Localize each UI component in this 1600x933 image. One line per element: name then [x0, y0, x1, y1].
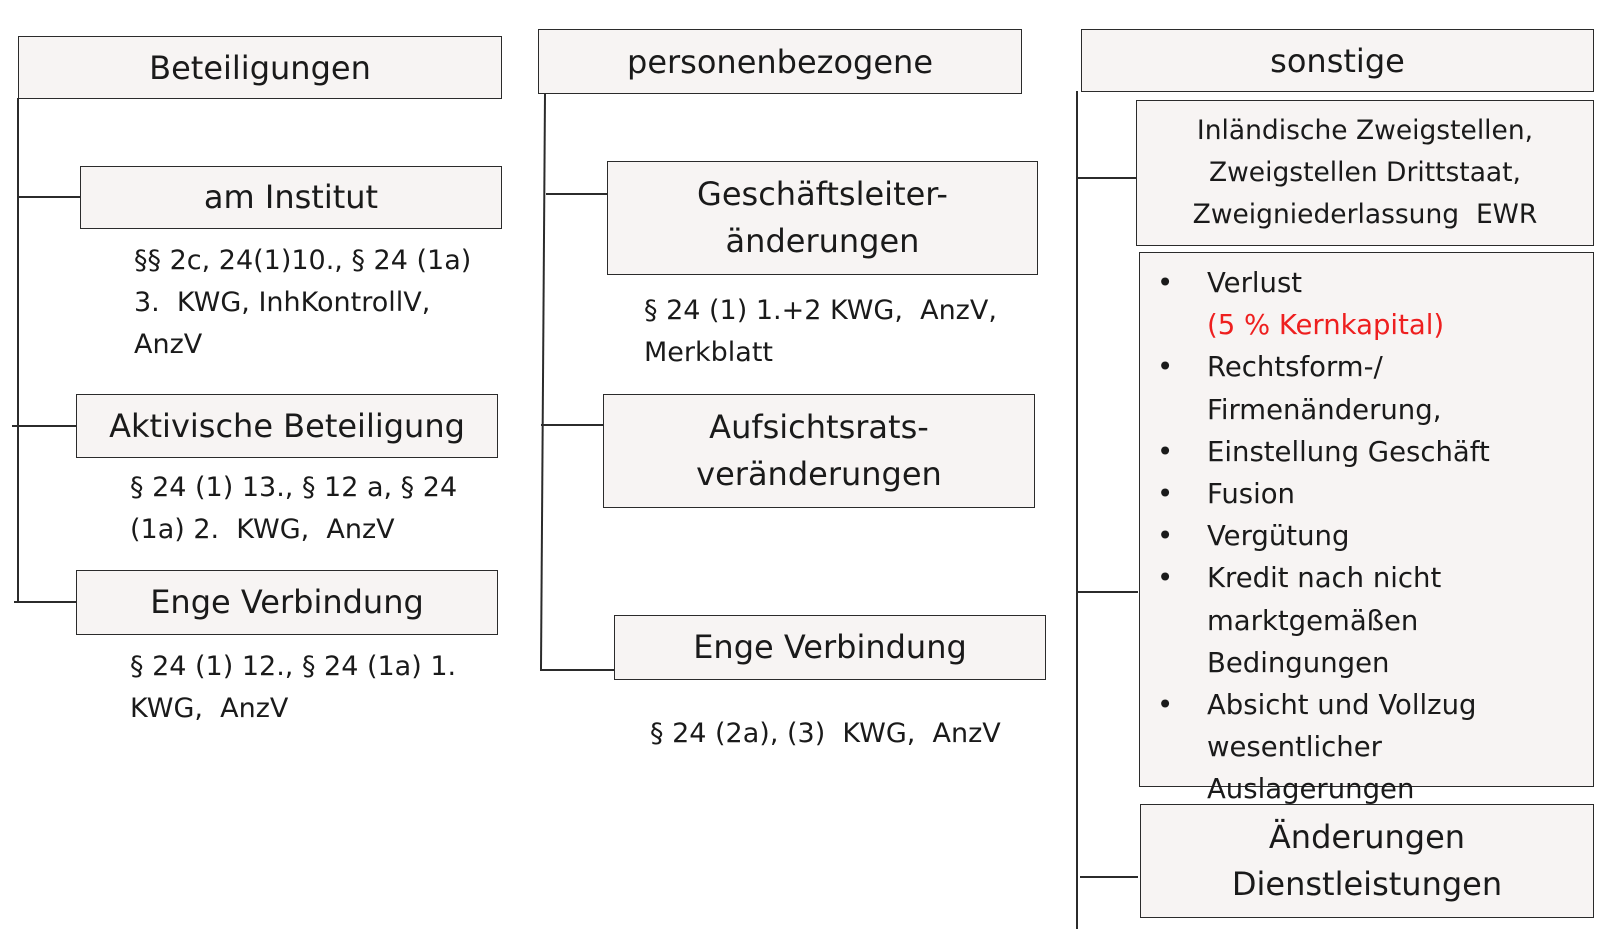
- list-item-text: Absicht und Vollzug wesentlicher Auslage…: [1207, 689, 1477, 806]
- legal-reference: § 24 (1) 1.+2 KWG, AnzV, Merkblatt: [644, 295, 997, 368]
- node-label: Inländische Zweigstellen, Zweigstellen D…: [1192, 115, 1538, 230]
- list-item: Einstellung Geschäft: [1140, 431, 1593, 473]
- bullet-list: Verlust (5 % Kernkapital)Rechtsform-/ Fi…: [1140, 262, 1593, 811]
- connector-branch: [546, 193, 608, 195]
- connector-branch: [1077, 177, 1137, 179]
- list-item-text: Verlust: [1207, 267, 1311, 299]
- node-enge-verbindung: Enge Verbindung: [76, 570, 498, 635]
- legal-reference: § 24 (1) 13., § 12 a, § 24 (1a) 2. KWG, …: [130, 472, 458, 545]
- node-label: Enge Verbindung: [150, 583, 424, 621]
- list-item-text: Einstellung Geschäft: [1207, 435, 1490, 468]
- node-geschaeftsleiter-aenderungen: Geschäftsleiter- änderungen: [607, 161, 1038, 275]
- node-aufsichtsrats-veraenderungen: Aufsichtsrats- veränderungen: [603, 394, 1035, 508]
- node-sonstige-list: Verlust (5 % Kernkapital)Rechtsform-/ Fi…: [1139, 252, 1594, 805]
- node-label: Enge Verbindung: [693, 628, 967, 666]
- legal-reference: § 24 (2a), (3) KWG, AnzV: [650, 718, 1001, 749]
- column-header-label: sonstige: [1270, 41, 1405, 80]
- list-item-text: Rechtsform-/ Firmenänderung,: [1207, 351, 1442, 426]
- legal-reference: §§ 2c, 24(1)10., § 24 (1a) 3. KWG, InhKo…: [134, 245, 472, 360]
- connector-branch: [12, 425, 76, 427]
- connector-branch: [1076, 591, 1138, 593]
- list-item-text: Kredit nach nicht marktgemäßen Bedingung…: [1207, 562, 1442, 679]
- list-item: Kredit nach nicht marktgemäßen Bedingung…: [1140, 557, 1593, 684]
- connector-branch: [1080, 876, 1138, 878]
- connector-branch: [17, 196, 80, 198]
- node-label: Geschäftsleiter- änderungen: [697, 175, 948, 260]
- list-item: Verlust (5 % Kernkapital): [1140, 262, 1593, 346]
- list-item: Vergütung: [1140, 515, 1593, 557]
- list-item: Fusion: [1140, 473, 1593, 515]
- node-enge-verbindung: Enge Verbindung: [614, 615, 1046, 680]
- node-zweigstellen: Inländische Zweigstellen, Zweigstellen D…: [1136, 100, 1594, 246]
- connector-branch: [540, 669, 614, 671]
- list-item-text: Fusion: [1207, 478, 1295, 511]
- list-item: Rechtsform-/ Firmenänderung,: [1140, 346, 1593, 430]
- list-item-text: Vergütung: [1207, 520, 1350, 553]
- node-label: Änderungen Dienstleistungen: [1231, 818, 1503, 903]
- list-item: Absicht und Vollzug wesentlicher Auslage…: [1140, 684, 1593, 811]
- connector-trunk: [539, 94, 546, 669]
- connector-branch: [541, 424, 603, 426]
- highlight-text: (5 % Kernkapital): [1207, 309, 1445, 342]
- node-am-institut: am Institut: [80, 166, 502, 229]
- column-header-label: Beteiligungen: [149, 48, 371, 87]
- legal-reference: § 24 (1) 12., § 24 (1a) 1. KWG, AnzV: [130, 651, 457, 724]
- connector-trunk: [17, 98, 19, 602]
- node-label: Aktivische Beteiligung: [109, 406, 465, 445]
- node-label: Aufsichtsrats- veränderungen: [696, 408, 942, 493]
- column-header-label: personenbezogene: [627, 42, 933, 81]
- connector-trunk: [1076, 91, 1078, 929]
- column-header-sonstige: sonstige: [1081, 29, 1594, 92]
- node-aenderungen-dienstleistungen: Änderungen Dienstleistungen: [1140, 804, 1594, 918]
- node-aktivische-beteiligung: Aktivische Beteiligung: [76, 394, 498, 458]
- column-header-personenbezogene: personenbezogene: [538, 29, 1022, 94]
- connector-branch: [14, 601, 76, 603]
- node-label: am Institut: [203, 178, 379, 216]
- column-header-beteiligungen: Beteiligungen: [18, 36, 502, 99]
